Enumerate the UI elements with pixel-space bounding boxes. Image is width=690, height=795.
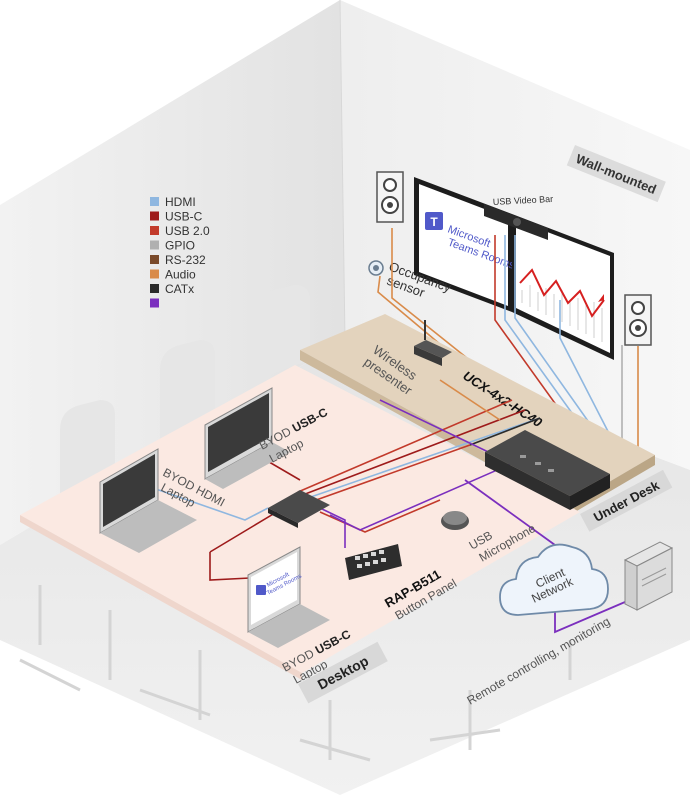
cloud-icon — [499, 543, 609, 616]
router-icon — [414, 320, 452, 366]
legend-swatch — [150, 211, 159, 221]
legend-swatch — [150, 226, 159, 235]
speaker-icon — [376, 171, 404, 223]
chart-display — [512, 214, 614, 360]
teams-logo-icon — [256, 585, 266, 595]
legend-label: USB-C — [165, 210, 203, 224]
laptop-icon: Microsoft Teams Rooms — [247, 546, 330, 648]
speaker-icon — [624, 294, 652, 346]
laptop-icon — [99, 448, 197, 553]
legend-label: GPIO — [165, 239, 195, 253]
trend-line — [519, 268, 605, 318]
table-hub — [268, 490, 330, 528]
legend-label: Audio — [165, 268, 196, 282]
legend-label: CATx — [165, 282, 194, 296]
legend-label: RS-232 — [165, 253, 206, 267]
pc-tower-icon — [623, 541, 674, 611]
usb-video-bar-label: USB Video Bar — [493, 194, 554, 207]
usb-video-bar: USB Video Bar — [484, 194, 553, 240]
legend-swatch — [150, 240, 159, 250]
microphone-icon — [441, 511, 469, 530]
legend-swatch — [150, 298, 159, 308]
laptop-icon — [204, 387, 290, 489]
ucx-device — [485, 430, 610, 510]
legend-swatch — [150, 197, 159, 206]
legend-swatch — [150, 269, 159, 279]
svg-text:T: T — [430, 215, 438, 229]
desk-cables — [129, 379, 541, 581]
legend-swatch — [150, 284, 159, 293]
legend-label: HDMI — [165, 195, 196, 209]
legend-label: USB 2.0 — [165, 224, 210, 238]
teams-logo-icon: T — [425, 212, 443, 230]
button-panel-icon — [345, 544, 402, 580]
legend-swatch — [150, 255, 159, 264]
